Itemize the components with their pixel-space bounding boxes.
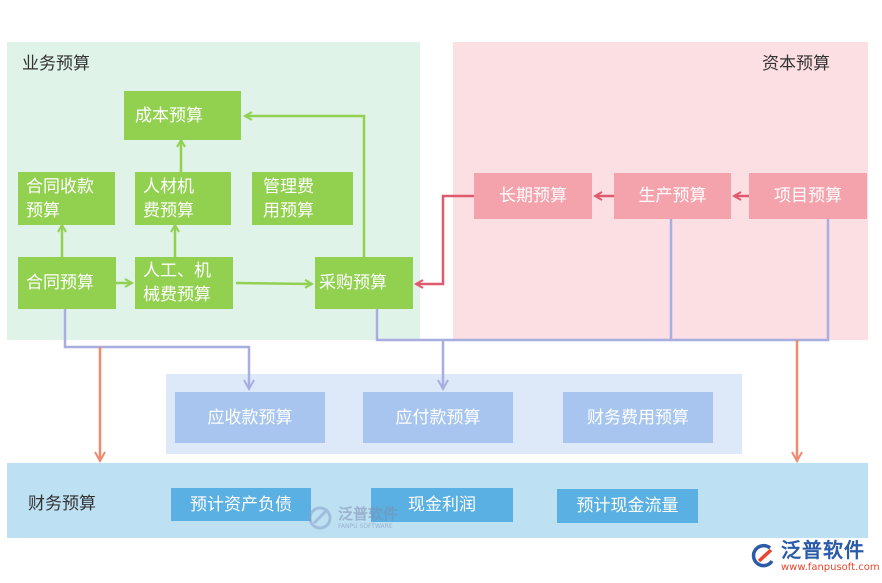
business-budget-title: 业务预算 bbox=[22, 54, 90, 74]
node-purchase-budget: 采购预算 bbox=[315, 257, 413, 309]
node-labor-machine-budget: 人工、机 械费预算 bbox=[135, 257, 233, 309]
brand-logo-icon bbox=[751, 543, 774, 568]
node-receivable-budget: 应收款预算 bbox=[175, 392, 325, 443]
node-production-budget: 生产预算 bbox=[614, 173, 731, 219]
watermark-sub: FANPU SOFTWARE bbox=[338, 522, 393, 530]
node-cash-flow: 预计现金流量 bbox=[557, 489, 698, 523]
node-long-term-budget: 长期预算 bbox=[474, 173, 592, 219]
node-contract-receipt-budget: 合同收款 预算 bbox=[18, 172, 115, 225]
node-cash-profit: 现金利润 bbox=[371, 488, 513, 522]
node-finance-fee-budget: 财务费用预算 bbox=[563, 392, 713, 443]
node-talent-material-budget: 人材机 费预算 bbox=[135, 172, 231, 225]
finance-budget-title: 财务预算 bbox=[28, 494, 96, 514]
watermark-name: 泛普软件 bbox=[338, 504, 399, 523]
node-contract-budget: 合同预算 bbox=[18, 257, 116, 309]
brand-name: 泛普软件 bbox=[781, 538, 865, 562]
brand-logo: 泛普软件 www.fanpusoft.com bbox=[750, 538, 880, 574]
capital-budget-title: 资本预算 bbox=[762, 54, 830, 74]
watermark-logo-icon bbox=[308, 506, 332, 530]
node-payable-budget: 应付款预算 bbox=[363, 392, 513, 443]
watermark: 泛普软件 FANPU SOFTWARE bbox=[306, 505, 398, 531]
node-project-budget: 项目预算 bbox=[749, 173, 867, 219]
node-asset-liability: 预计资产负债 bbox=[171, 488, 311, 521]
node-cost-budget: 成本预算 bbox=[124, 91, 241, 140]
node-management-budget: 管理费 用预算 bbox=[252, 172, 353, 225]
brand-url: www.fanpusoft.com bbox=[781, 562, 880, 573]
